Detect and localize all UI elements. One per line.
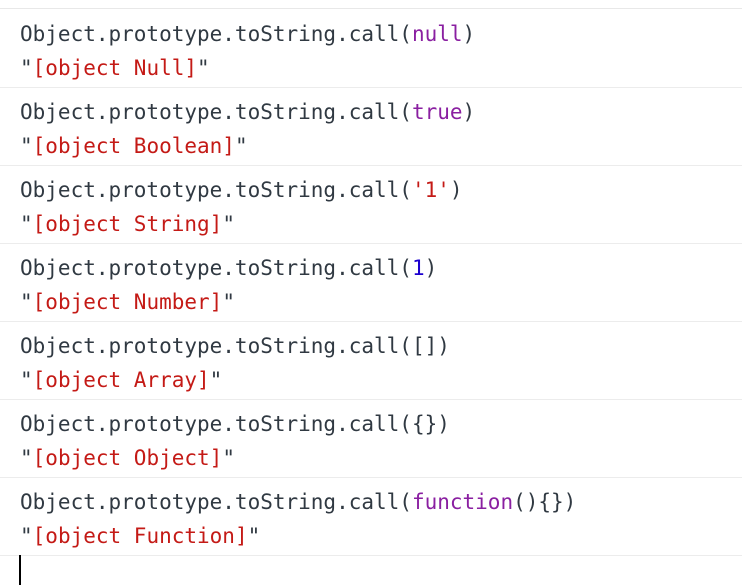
output-string: [object Function] xyxy=(32,524,248,548)
input-chevron-icon xyxy=(0,409,12,439)
close-quote: " xyxy=(247,524,261,548)
text-caret xyxy=(19,555,21,585)
open-quote: " xyxy=(20,368,33,392)
code-argument: function xyxy=(411,490,514,514)
code-suffix: ) xyxy=(449,178,463,202)
open-quote: " xyxy=(20,446,33,470)
code-suffix: ) xyxy=(462,100,476,124)
output-string: [object Object] xyxy=(32,446,223,470)
output-chevron-icon xyxy=(0,365,12,395)
code-prefix: Object.prototype.toString.call( xyxy=(20,490,412,514)
close-quote: " xyxy=(222,212,235,236)
output-string: [object Null] xyxy=(32,56,198,80)
console-entry: Object.prototype.toString.call(true) "[ob… xyxy=(0,87,742,166)
prompt-chevron-icon xyxy=(0,555,12,585)
open-quote: " xyxy=(20,290,33,314)
input-chevron-icon xyxy=(0,19,12,49)
close-quote: " xyxy=(209,368,223,392)
code-argument: null xyxy=(411,22,463,46)
output-chevron-icon xyxy=(0,521,12,551)
code-suffix: ) xyxy=(424,256,438,280)
output-chevron-icon xyxy=(0,287,12,317)
previous-entry-edge xyxy=(0,0,742,9)
close-quote: " xyxy=(222,290,235,314)
code-argument: [] xyxy=(411,334,438,358)
console-entry: Object.prototype.toString.call(null) "[ob… xyxy=(0,9,742,88)
code-suffix: ) xyxy=(437,412,450,436)
console-entry: Object.prototype.toString.call(function(… xyxy=(0,477,742,556)
console-input-line[interactable]: Object.prototype.toString.call([]) xyxy=(20,331,450,361)
input-chevron-icon xyxy=(0,487,12,517)
input-chevron-icon xyxy=(0,253,12,283)
code-argument: true xyxy=(411,100,463,124)
output-string: [object Number] xyxy=(32,290,223,314)
console-output-line: "[object Null]" xyxy=(20,53,210,83)
output-string: [object String] xyxy=(32,212,223,236)
console-output-line: "[object Function]" xyxy=(20,521,260,551)
code-prefix: Object.prototype.toString.call( xyxy=(20,412,412,436)
open-quote: " xyxy=(20,212,33,236)
code-prefix: Object.prototype.toString.call( xyxy=(20,334,412,358)
code-suffix: (){}) xyxy=(513,490,577,514)
console-input-line[interactable]: Object.prototype.toString.call(true) xyxy=(20,97,475,127)
code-suffix: ) xyxy=(462,22,476,46)
console-prompt[interactable] xyxy=(0,555,742,588)
output-chevron-icon xyxy=(0,53,12,83)
output-string: [object Boolean] xyxy=(32,134,235,158)
input-chevron-icon xyxy=(0,175,12,205)
console-input-line[interactable]: Object.prototype.toString.call(function(… xyxy=(20,487,576,517)
output-chevron-icon xyxy=(0,209,12,239)
code-argument: 1 xyxy=(411,256,425,280)
open-quote: " xyxy=(20,524,33,548)
console-output-line: "[object Object]" xyxy=(20,443,235,473)
code-prefix: Object.prototype.toString.call( xyxy=(20,256,412,280)
close-quote: " xyxy=(197,56,210,80)
output-chevron-icon xyxy=(0,443,12,473)
console-input-line[interactable]: Object.prototype.toString.call(null) xyxy=(20,19,475,49)
console-entry: Object.prototype.toString.call({}) "[obje… xyxy=(0,399,742,478)
code-prefix: Object.prototype.toString.call( xyxy=(20,22,412,46)
code-suffix: ) xyxy=(437,334,450,358)
console-input-line[interactable]: Object.prototype.toString.call(1) xyxy=(20,253,437,283)
open-quote: " xyxy=(20,134,33,158)
console-output-line: "[object String]" xyxy=(20,209,235,239)
console-output-line: "[object Number]" xyxy=(20,287,235,317)
console-output-line: "[object Array]" xyxy=(20,365,222,395)
console-entry: Object.prototype.toString.call('1') "[obj… xyxy=(0,165,742,244)
console-entry: Object.prototype.toString.call(1) "[objec… xyxy=(0,243,742,322)
console-entry: Object.prototype.toString.call([]) "[obje… xyxy=(0,321,742,400)
open-quote: " xyxy=(20,56,33,80)
console-output-line: "[object Boolean]" xyxy=(20,131,248,161)
close-quote: " xyxy=(234,134,248,158)
code-prefix: Object.prototype.toString.call( xyxy=(20,100,412,124)
clipped-output-fragment xyxy=(20,0,42,6)
output-chevron-icon xyxy=(0,131,12,161)
output-string: [object Array] xyxy=(32,368,210,392)
input-chevron-icon xyxy=(0,97,12,127)
code-prefix: Object.prototype.toString.call( xyxy=(20,178,412,202)
input-chevron-icon xyxy=(0,331,12,361)
code-argument: {} xyxy=(411,412,438,436)
console-input-line[interactable]: Object.prototype.toString.call('1') xyxy=(20,175,463,205)
console-input-line[interactable]: Object.prototype.toString.call({}) xyxy=(20,409,450,439)
code-argument: '1' xyxy=(411,178,450,202)
close-quote: " xyxy=(222,446,235,470)
